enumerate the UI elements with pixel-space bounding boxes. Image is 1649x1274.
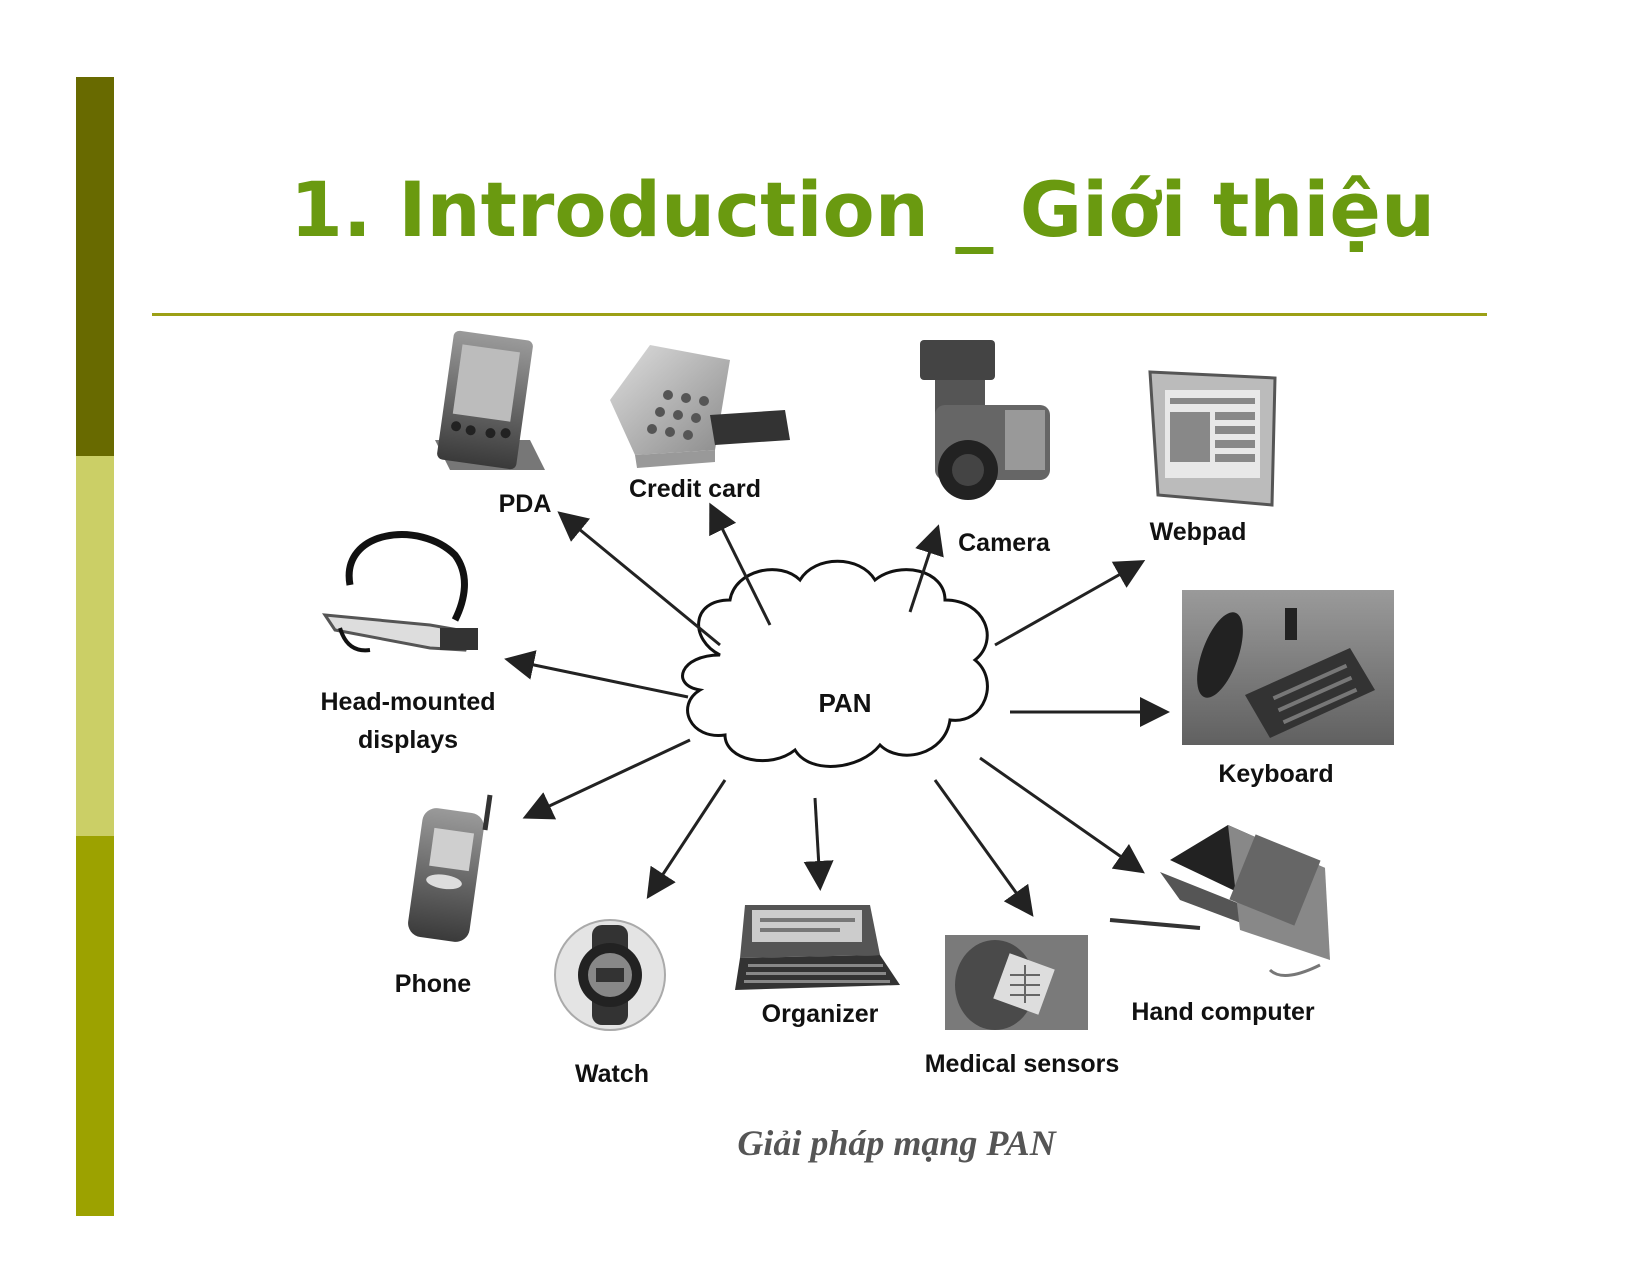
arrow-to-phone	[522, 738, 691, 820]
label-credit-card: Credit card	[629, 475, 761, 503]
slide-title: 1. Introduction _ Giới thiệu	[290, 165, 1436, 254]
arrow-to-headset	[504, 650, 689, 699]
hand-computer-icon	[1109, 825, 1330, 977]
arrow-to-medical	[933, 779, 1034, 917]
keyboard-icon	[1182, 590, 1394, 745]
camera-icon	[920, 340, 1050, 500]
pan-cloud: PAN	[681, 559, 989, 768]
arrow-to-webpad	[994, 560, 1146, 647]
headset-display-icon	[322, 531, 478, 653]
watch-icon	[554, 919, 666, 1031]
arrow-to-pda	[557, 511, 721, 647]
connection-arrows	[504, 502, 1170, 917]
credit-card-reader-icon	[610, 345, 790, 468]
label-hand-computer: Hand computer	[1131, 998, 1315, 1026]
caption-text: Giải pháp mạng PAN	[737, 1123, 1056, 1163]
label-displays: displays	[358, 726, 458, 754]
phone-icon	[408, 794, 493, 942]
label-medical-sensors: Medical sensors	[925, 1050, 1120, 1078]
pan-label: PAN	[819, 688, 872, 718]
arrow-to-credit-card	[709, 502, 772, 626]
accent-bar-middle	[76, 456, 114, 836]
label-organizer: Organizer	[762, 1000, 879, 1028]
medical-sensor-icon	[945, 935, 1088, 1030]
label-head-mounted: Head-mounted	[321, 688, 496, 716]
arrow-to-hand-computer	[979, 756, 1145, 874]
label-webpad: Webpad	[1150, 518, 1247, 546]
label-camera: Camera	[958, 529, 1051, 557]
label-watch: Watch	[575, 1060, 649, 1088]
label-keyboard: Keyboard	[1218, 760, 1333, 788]
label-phone: Phone	[395, 970, 471, 998]
webpad-icon	[1148, 370, 1277, 507]
arrow-to-camera	[908, 524, 944, 613]
figure-caption: Giải pháp mạng PAN	[0, 1122, 1649, 1164]
arrow-to-watch	[646, 779, 727, 900]
arrow-to-organizer	[803, 797, 834, 891]
accent-bar-top	[76, 77, 114, 456]
title-divider	[152, 313, 1487, 316]
accent-bar-bottom	[76, 836, 114, 1216]
label-pda: PDA	[499, 490, 552, 518]
pda-icon	[435, 330, 545, 470]
organizer-icon	[735, 905, 900, 990]
